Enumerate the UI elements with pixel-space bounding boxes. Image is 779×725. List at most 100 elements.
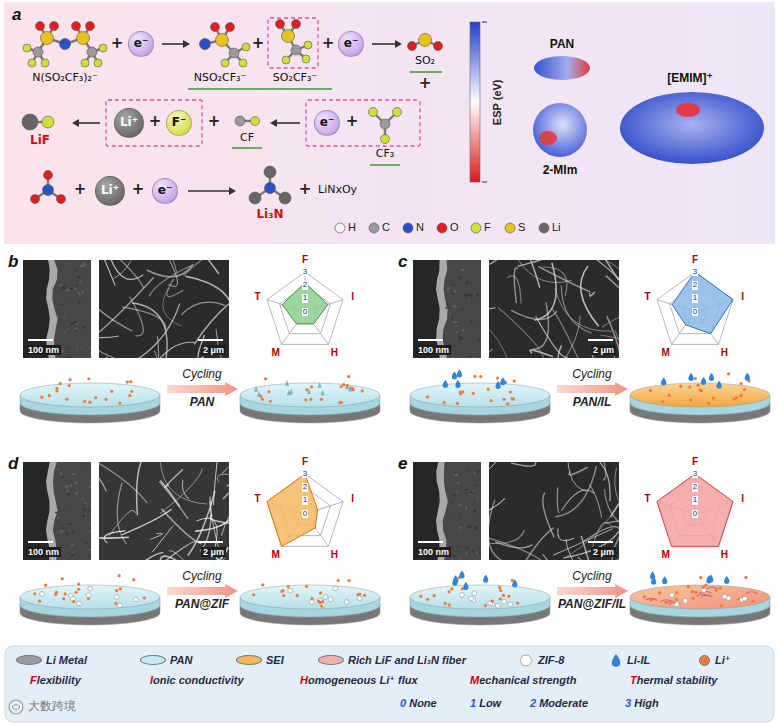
li-ion bbox=[688, 385, 691, 388]
li-ion bbox=[75, 591, 78, 594]
ionic-liquid-drop bbox=[500, 377, 505, 385]
species-label: N(SO₂CF₃)₂⁻ bbox=[32, 72, 98, 85]
radar-axis-label: M bbox=[271, 347, 279, 359]
node-text: e⁻ bbox=[344, 37, 358, 51]
radar-scale-number: 0 bbox=[302, 308, 308, 316]
li-ion bbox=[305, 585, 308, 588]
ionic-liquid-drop bbox=[701, 377, 706, 385]
sem-speck bbox=[88, 347, 90, 348]
sem-speck bbox=[66, 490, 69, 492]
sem-image: 100 nm bbox=[413, 462, 481, 560]
sem-fiber bbox=[578, 260, 619, 285]
radar-area bbox=[657, 474, 733, 546]
sem-image: 2 μm bbox=[489, 260, 619, 358]
sem-texture bbox=[99, 462, 229, 560]
dashed-box bbox=[306, 100, 420, 146]
sem-speck bbox=[66, 322, 69, 323]
sem-speck bbox=[63, 316, 64, 318]
sem-fiber bbox=[117, 483, 126, 545]
radar-axis-label: H bbox=[331, 549, 338, 561]
sem-fiber bbox=[495, 542, 532, 548]
sem-fiber bbox=[150, 342, 194, 358]
species-label: LiF bbox=[30, 134, 50, 148]
li-ion bbox=[261, 398, 264, 401]
sem-image: 100 nm bbox=[23, 260, 91, 358]
li-ion bbox=[502, 398, 505, 401]
sem-speck bbox=[446, 333, 449, 334]
sem-speck bbox=[451, 316, 453, 319]
li-ion bbox=[720, 604, 723, 607]
node-text: 100 nm bbox=[26, 547, 61, 557]
sem-speck bbox=[67, 356, 71, 358]
li-ion bbox=[321, 600, 324, 603]
arrow-head bbox=[72, 119, 79, 127]
atom bbox=[408, 42, 417, 51]
sem-speck bbox=[60, 531, 64, 533]
ionic-liquid-drop bbox=[463, 582, 468, 590]
radar-axis-label: T bbox=[644, 291, 650, 303]
li-ion bbox=[282, 594, 285, 597]
plus-sign: + bbox=[132, 181, 145, 198]
sem-speck bbox=[480, 543, 481, 545]
sem-fiber bbox=[534, 260, 591, 263]
li-ion bbox=[694, 377, 697, 380]
score-key: 1 Low bbox=[470, 697, 501, 710]
sem-speck bbox=[453, 283, 455, 285]
li-ion bbox=[40, 396, 43, 399]
sem-fiber bbox=[99, 324, 119, 337]
sem-speck bbox=[72, 473, 76, 475]
sem-fiber bbox=[137, 462, 148, 515]
sem-speck bbox=[78, 301, 81, 303]
ionic-liquid-drop bbox=[457, 370, 462, 378]
sem-texture bbox=[413, 260, 481, 358]
node-text: 2 μm bbox=[591, 547, 616, 557]
li-ion bbox=[668, 394, 671, 397]
cycling-arrow: CyclingPAN@ZIF/IL bbox=[555, 570, 629, 612]
legend-swatch bbox=[236, 655, 262, 665]
ionic-liquid-drop bbox=[452, 578, 457, 586]
arrow-body bbox=[167, 584, 238, 598]
scale-bar bbox=[418, 339, 443, 341]
sem-fiber bbox=[200, 497, 211, 552]
li-ion bbox=[744, 576, 747, 579]
li-ion bbox=[338, 401, 341, 404]
sem-speck bbox=[454, 555, 456, 557]
sem-fiber bbox=[563, 522, 619, 558]
atom bbox=[28, 59, 36, 67]
li-ion bbox=[259, 395, 262, 398]
dendrite bbox=[318, 382, 322, 388]
species-label: CF bbox=[240, 132, 254, 145]
sem-speck bbox=[69, 485, 72, 487]
sem-fiber bbox=[518, 260, 576, 266]
li-ion bbox=[472, 392, 475, 395]
zif-particle bbox=[683, 599, 688, 604]
radar-axis-label: T bbox=[254, 493, 260, 505]
panel-letter: b bbox=[8, 252, 18, 272]
ionic-liquid-drop bbox=[512, 580, 517, 588]
li-ion bbox=[320, 604, 323, 607]
sem-ground bbox=[413, 462, 481, 560]
zif-particle bbox=[742, 596, 747, 601]
node-text: 100 nm bbox=[416, 345, 451, 355]
radar-axis-label: F bbox=[692, 254, 698, 266]
sem-speck bbox=[453, 305, 457, 308]
sem-speck bbox=[81, 343, 82, 344]
atom bbox=[31, 195, 40, 204]
legend-text: PAN bbox=[170, 654, 192, 667]
ionic-liquid-drop bbox=[496, 381, 501, 389]
cycling-arrow-shape bbox=[555, 382, 629, 396]
sem-fiber bbox=[167, 279, 183, 297]
atom bbox=[292, 20, 301, 29]
zif-particle bbox=[344, 600, 349, 605]
ionic-liquid-drop bbox=[651, 577, 656, 585]
species-label: Li₃N bbox=[256, 208, 283, 222]
atom bbox=[216, 34, 229, 47]
sem-speck bbox=[78, 276, 81, 279]
sem-fiber bbox=[615, 468, 619, 523]
sem-speck bbox=[86, 516, 87, 519]
sem-fiber bbox=[565, 499, 620, 559]
sem-fiber bbox=[147, 264, 193, 277]
sem-speck bbox=[81, 498, 83, 499]
sem-fiber bbox=[145, 260, 177, 273]
species-circle: e⁻ bbox=[152, 178, 178, 204]
